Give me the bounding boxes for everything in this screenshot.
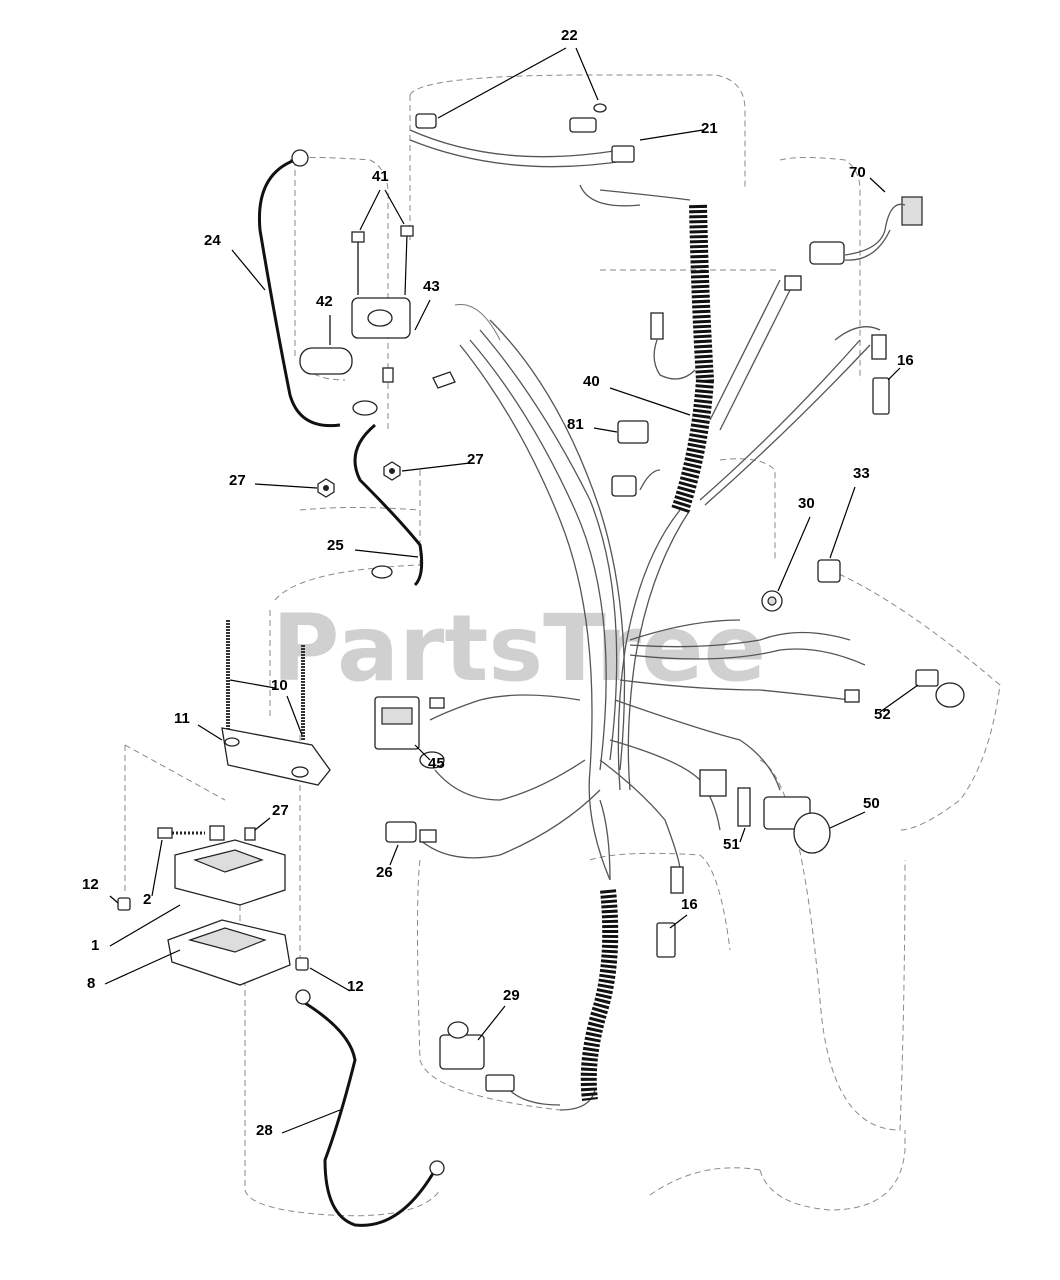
- callout-28: 28: [256, 1122, 273, 1139]
- battery-strap-11: [221, 727, 331, 786]
- wiring-harness: [409, 129, 881, 1111]
- clutch-solenoid-29: [439, 1021, 515, 1092]
- callout-43: 43: [423, 278, 440, 295]
- conduit-upper: [671, 204, 715, 513]
- callout-27-battery: 27: [272, 802, 289, 819]
- small-connector-45: [429, 697, 445, 709]
- callout-12-right: 12: [347, 978, 364, 995]
- connector-26: [385, 821, 437, 843]
- callout-45: 45: [428, 755, 445, 772]
- cable-28-end-terminal: [429, 1160, 445, 1176]
- callout-21: 21: [701, 120, 718, 137]
- cable-24: [257, 158, 341, 428]
- watermark-text: PartsTree: [272, 595, 766, 702]
- connector-22-right: [569, 103, 607, 133]
- callout-27-left: 27: [229, 472, 246, 489]
- callout-40: 40: [583, 373, 600, 390]
- callout-42: 42: [316, 293, 333, 310]
- conduit-lower: [580, 889, 619, 1101]
- callout-33: 33: [853, 465, 870, 482]
- callout-1: 1: [91, 937, 99, 954]
- hour-meter-45: [374, 696, 420, 750]
- battery-1: [174, 839, 286, 906]
- relay-81: [611, 420, 649, 497]
- cable-28: [299, 998, 437, 1227]
- cable-24-terminal: [291, 149, 309, 167]
- callout-30: 30: [798, 495, 815, 512]
- callout-24: 24: [204, 232, 221, 249]
- callout-11: 11: [174, 710, 190, 727]
- switch-33: [817, 559, 841, 583]
- cable-25-terminal: [371, 565, 393, 579]
- solenoid-assembly: [299, 225, 456, 416]
- connector-upper-mid: [650, 275, 802, 380]
- switch-30: [761, 590, 783, 612]
- hold-down-rods-10: [226, 620, 305, 740]
- nut-27-b: [383, 461, 401, 481]
- callout-16-top: 16: [897, 352, 914, 369]
- connector-70: [809, 196, 923, 265]
- connector-21: [611, 145, 635, 163]
- callout-70: 70: [849, 164, 866, 181]
- callout-22: 22: [561, 27, 578, 44]
- callout-12-left: 12: [82, 876, 99, 893]
- connector-52: [844, 669, 965, 708]
- callout-26: 26: [376, 864, 393, 881]
- callout-8: 8: [87, 975, 95, 992]
- leader-lines: [104, 47, 919, 1134]
- callout-16-bottom: 16: [681, 896, 698, 913]
- callout-labels: 22 21 70 41 24 42 43 16 40 81 27 27 33 3…: [82, 27, 914, 1139]
- terminal-bolt-2: [157, 825, 256, 841]
- callout-81: 81: [567, 416, 584, 433]
- connector-51: [699, 769, 751, 827]
- nut-27-a: [317, 478, 335, 498]
- callout-51: 51: [723, 836, 740, 853]
- callout-29: 29: [503, 987, 520, 1004]
- connector-16-bottom: [656, 866, 684, 958]
- cable-28-terminal: [295, 989, 311, 1005]
- callout-52: 52: [874, 706, 891, 723]
- connector-16-top: [871, 334, 890, 415]
- battery-tray-8: [167, 919, 291, 986]
- callout-2: 2: [143, 891, 151, 908]
- nut-12-left: [117, 897, 131, 911]
- nut-12-right: [295, 957, 309, 971]
- connector-22-left: [415, 113, 437, 129]
- callout-41: 41: [372, 168, 389, 185]
- callout-25: 25: [327, 537, 344, 554]
- cable-25: [353, 423, 424, 587]
- callout-27-right: 27: [467, 451, 484, 468]
- callout-50: 50: [863, 795, 880, 812]
- callout-10: 10: [271, 677, 288, 694]
- ignition-switch-50: [763, 796, 831, 854]
